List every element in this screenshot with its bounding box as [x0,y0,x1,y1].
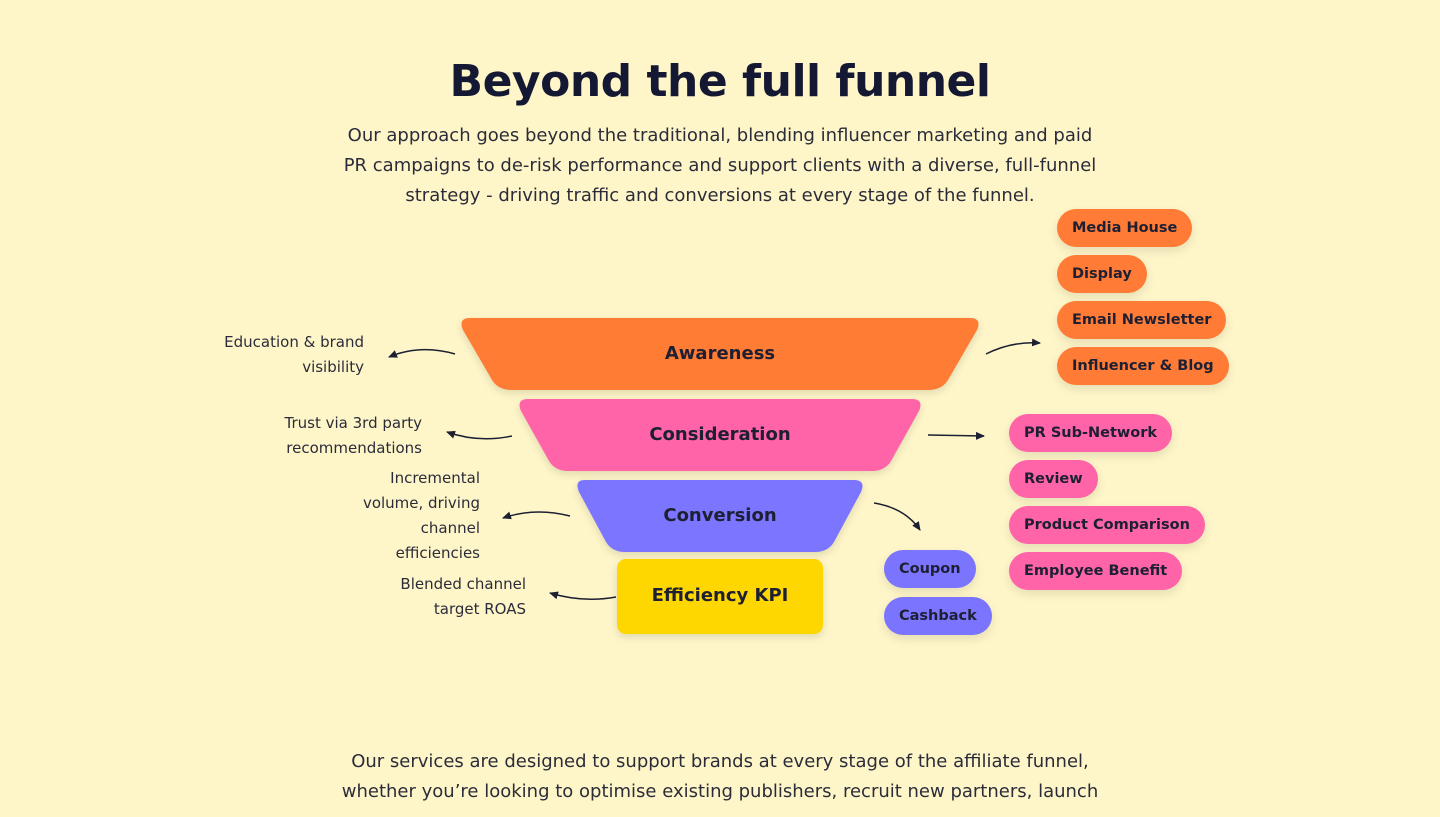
arrow-awareness-channels [985,338,1041,355]
channel-pill-cashback[interactable]: Cashback [884,597,992,635]
intro-paragraph: Our approach goes beyond the traditional… [343,125,1097,206]
arrow-efficiency-note [549,591,617,600]
channel-pill-coupon[interactable]: Coupon [884,550,976,588]
arrow-consideration-channels [927,431,985,440]
page-title: Beyond the full funnel [449,56,991,107]
arrow-awareness-note [388,348,456,358]
note-awareness: Education & brand visibility [224,333,364,376]
note-consideration: Trust via 3rd party recommendations [284,414,422,457]
arrow-conversion-channels [873,502,921,531]
funnel-stage-awareness [461,318,979,390]
note-conversion: Incremental volume, driving channel effi… [362,469,480,562]
outro-paragraph: Our services are designed to support bra… [341,751,1099,802]
channel-pill-pr-sub-network[interactable]: PR Sub-Network [1009,414,1173,452]
note-efficiency: Blended channel target ROAS [400,575,526,618]
funnel-stage-efficiency-kpi [617,559,823,634]
arrow-conversion-note [502,511,571,520]
channel-pill-product-comparison[interactable]: Product Comparison [1009,506,1205,544]
channel-pill-review[interactable]: Review [1009,460,1098,498]
channel-pill-influencer-blog[interactable]: Influencer & Blog [1057,347,1229,385]
channel-pill-email-newsletter[interactable]: Email Newsletter [1057,301,1227,339]
funnel-stage-consideration [519,399,921,471]
channel-pill-media-house[interactable]: Media House [1057,209,1193,247]
arrow-consideration-note [446,430,513,440]
funnel-stage-conversion [577,480,863,552]
channel-pill-display[interactable]: Display [1057,255,1147,293]
channel-pill-employee-benefit[interactable]: Employee Benefit [1009,552,1183,590]
